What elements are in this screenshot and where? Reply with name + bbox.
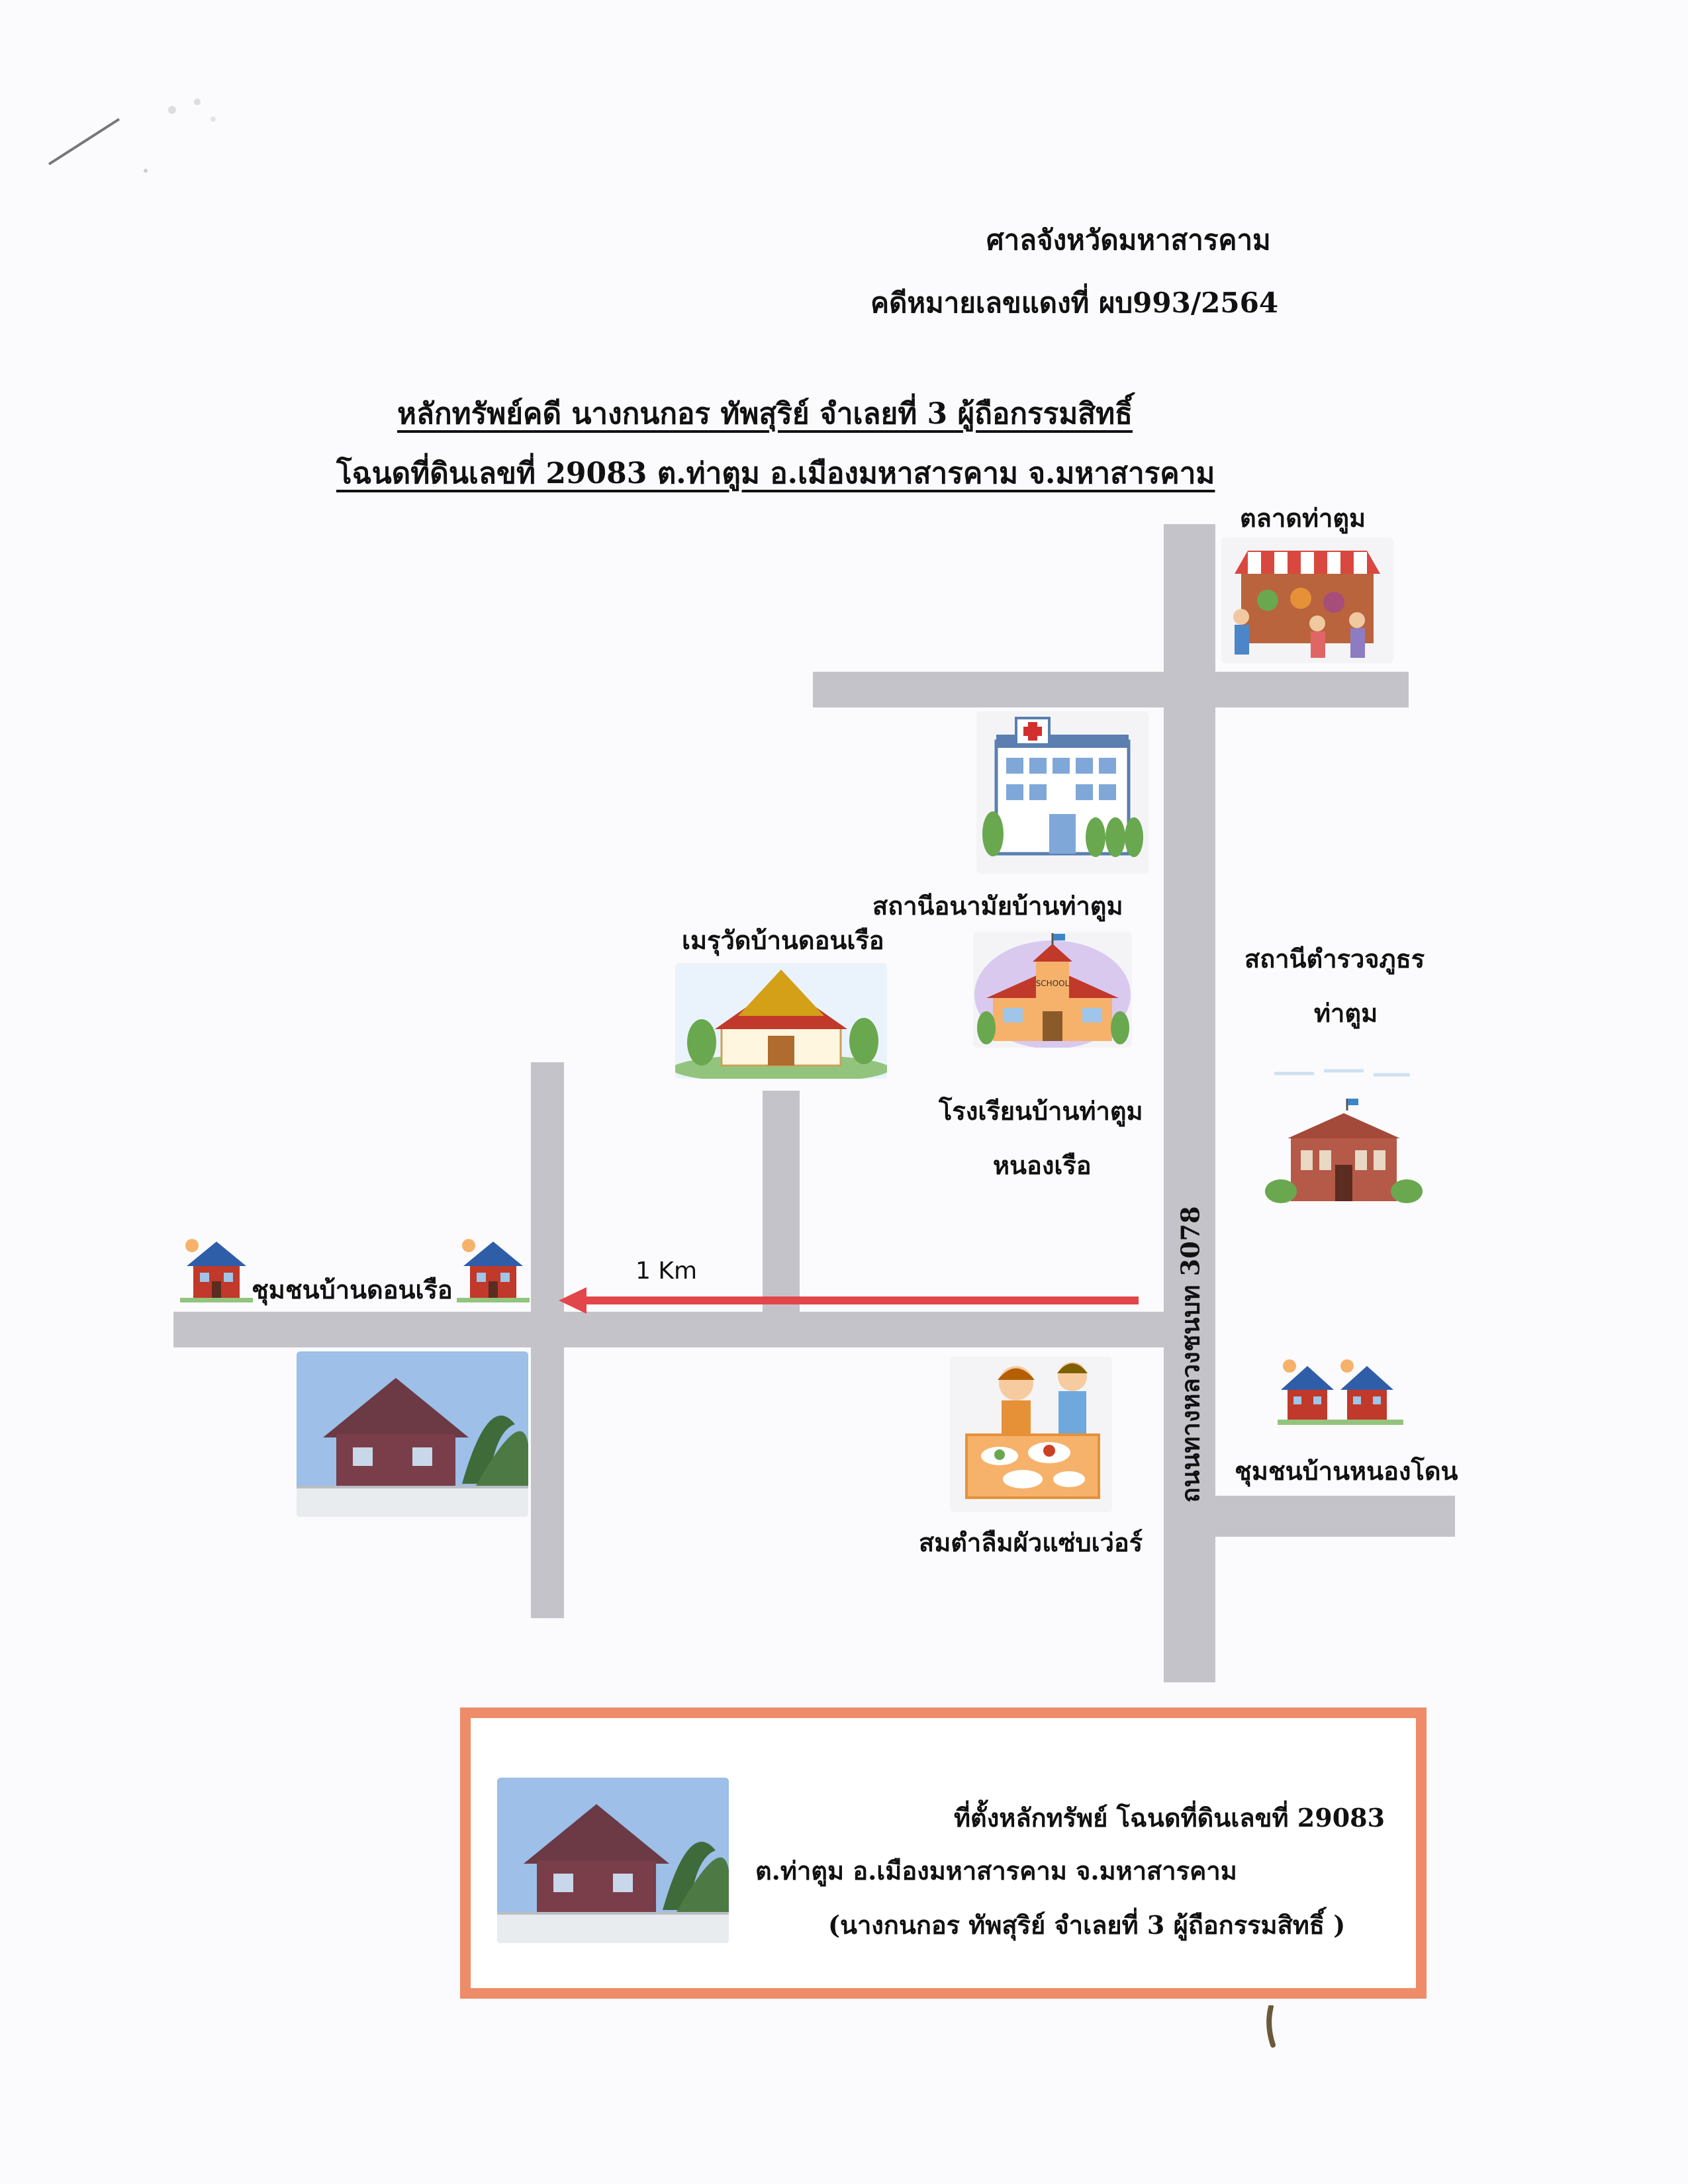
house-icon (180, 1239, 253, 1302)
scan-artifact (1266, 2005, 1276, 2048)
community-donruea-label: ชุมชนบ้านดอนเรือ (252, 1275, 453, 1304)
school-illustration: SCHOOL (973, 932, 1132, 1048)
road-community-lane (531, 1062, 564, 1618)
police-label-line1: สถานีตำรวจภูธร (1244, 944, 1425, 974)
scan-artifact (48, 99, 216, 173)
property-photo (497, 1778, 729, 1943)
houses-icon (1278, 1359, 1403, 1425)
school-label-line2: หนองเรือ (993, 1150, 1092, 1180)
highway-label: ถนนทางหลวงชนบท 3078 (1175, 1206, 1205, 1503)
market-label: ตลาดท่าตูม (1240, 503, 1366, 533)
road-main-westward (173, 1312, 1180, 1347)
location-line2: ต.ท่าตูม อ.เมืองมหาสารคาม จ.มหาสารคาม (755, 1856, 1237, 1886)
road-market-crossroad (813, 672, 1409, 707)
restaurant-label: สมตำลืมผัวแซ่บเว่อร์ (919, 1527, 1143, 1557)
market-illustration (1221, 537, 1393, 663)
community-nongdon-label: ชุมชนบ้านหนองโดน (1235, 1456, 1458, 1486)
police-station-illustration (1261, 1066, 1423, 1218)
location-line1: ที่ตั้งหลักทรัพย์ โฉนดที่ดินเลขที่ 29083 (954, 1803, 1385, 1833)
school-sign-text: SCHOOL (1036, 979, 1070, 988)
property-photo (297, 1351, 528, 1517)
case-number: คดีหมายเลขแดงที่ ผบ993/2564 (870, 287, 1279, 319)
road-temple-lane (763, 1091, 800, 1316)
distance-label: 1 Km (635, 1257, 698, 1285)
document-title-line1: หลักทรัพย์คดี นางกนกอร ทัพสุริย์ จำเลยที… (397, 397, 1133, 431)
police-label-line2: ท่าตูม (1314, 998, 1378, 1028)
house-icon (457, 1239, 530, 1302)
document-title-line2: โฉนดที่ดินเลขที่ 29083 ต.ท่าตูม อ.เมืองม… (336, 457, 1215, 490)
court-name: ศาลจังหวัดมหาสารคาม (986, 224, 1271, 256)
location-line3: (นางกนกอร ทัพสุริย์ จำเลยที่ 3 ผู้ถือกรร… (828, 1910, 1346, 1940)
temple-illustration (675, 963, 887, 1079)
school-label-line1: โรงเรียนบ้านท่าตูม (939, 1096, 1143, 1126)
temple-label: เมรุวัดบ้านดอนเรือ (682, 925, 884, 955)
restaurant-illustration (950, 1357, 1112, 1512)
road-nongdon-branch (1211, 1496, 1455, 1537)
property-location-box: ที่ตั้งหลักทรัพย์ โฉนดที่ดินเลขที่ 29083… (460, 1707, 1427, 1999)
road-highway-3078 (1164, 524, 1215, 1682)
health-station-label: สถานีอนามัยบ้านท่าตูม (872, 891, 1123, 921)
distance-arrow (559, 1287, 1139, 1314)
health-station-illustration (976, 711, 1149, 874)
